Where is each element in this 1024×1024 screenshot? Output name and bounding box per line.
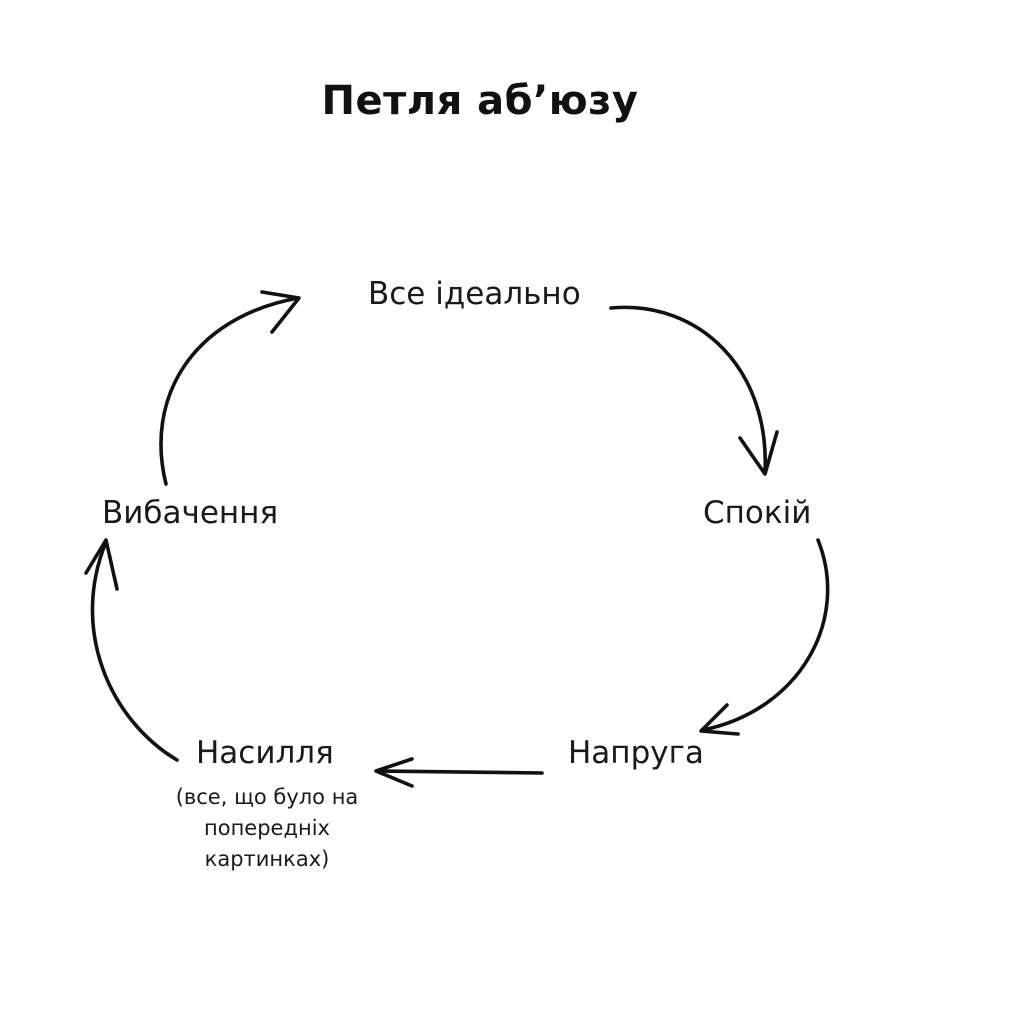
arrow-forgiveness-to-ideal [159,290,301,486]
arrow-tension-to-violence [374,757,544,788]
violence-note-line-1: (все, що було на [175,785,359,809]
stage-violence: Насилля [196,735,334,771]
violence-note: (все, що було на попередніх картинках) [148,782,386,875]
stage-calm: Спокій [703,495,812,531]
stage-everything-ideal: Все ідеально [368,276,581,312]
arrow-calm-to-tension [699,538,830,736]
diagram-title: Петля аб’юзу [321,78,639,124]
stage-tension: Напруга [568,735,704,771]
violence-note-line-3: картинках) [204,847,330,871]
arrow-violence-to-forgiveness [84,538,179,762]
arrow-ideal-to-calm [609,305,779,476]
stage-forgiveness: Вибачення [102,495,279,531]
violence-note-line-2: попередніх [204,816,330,840]
